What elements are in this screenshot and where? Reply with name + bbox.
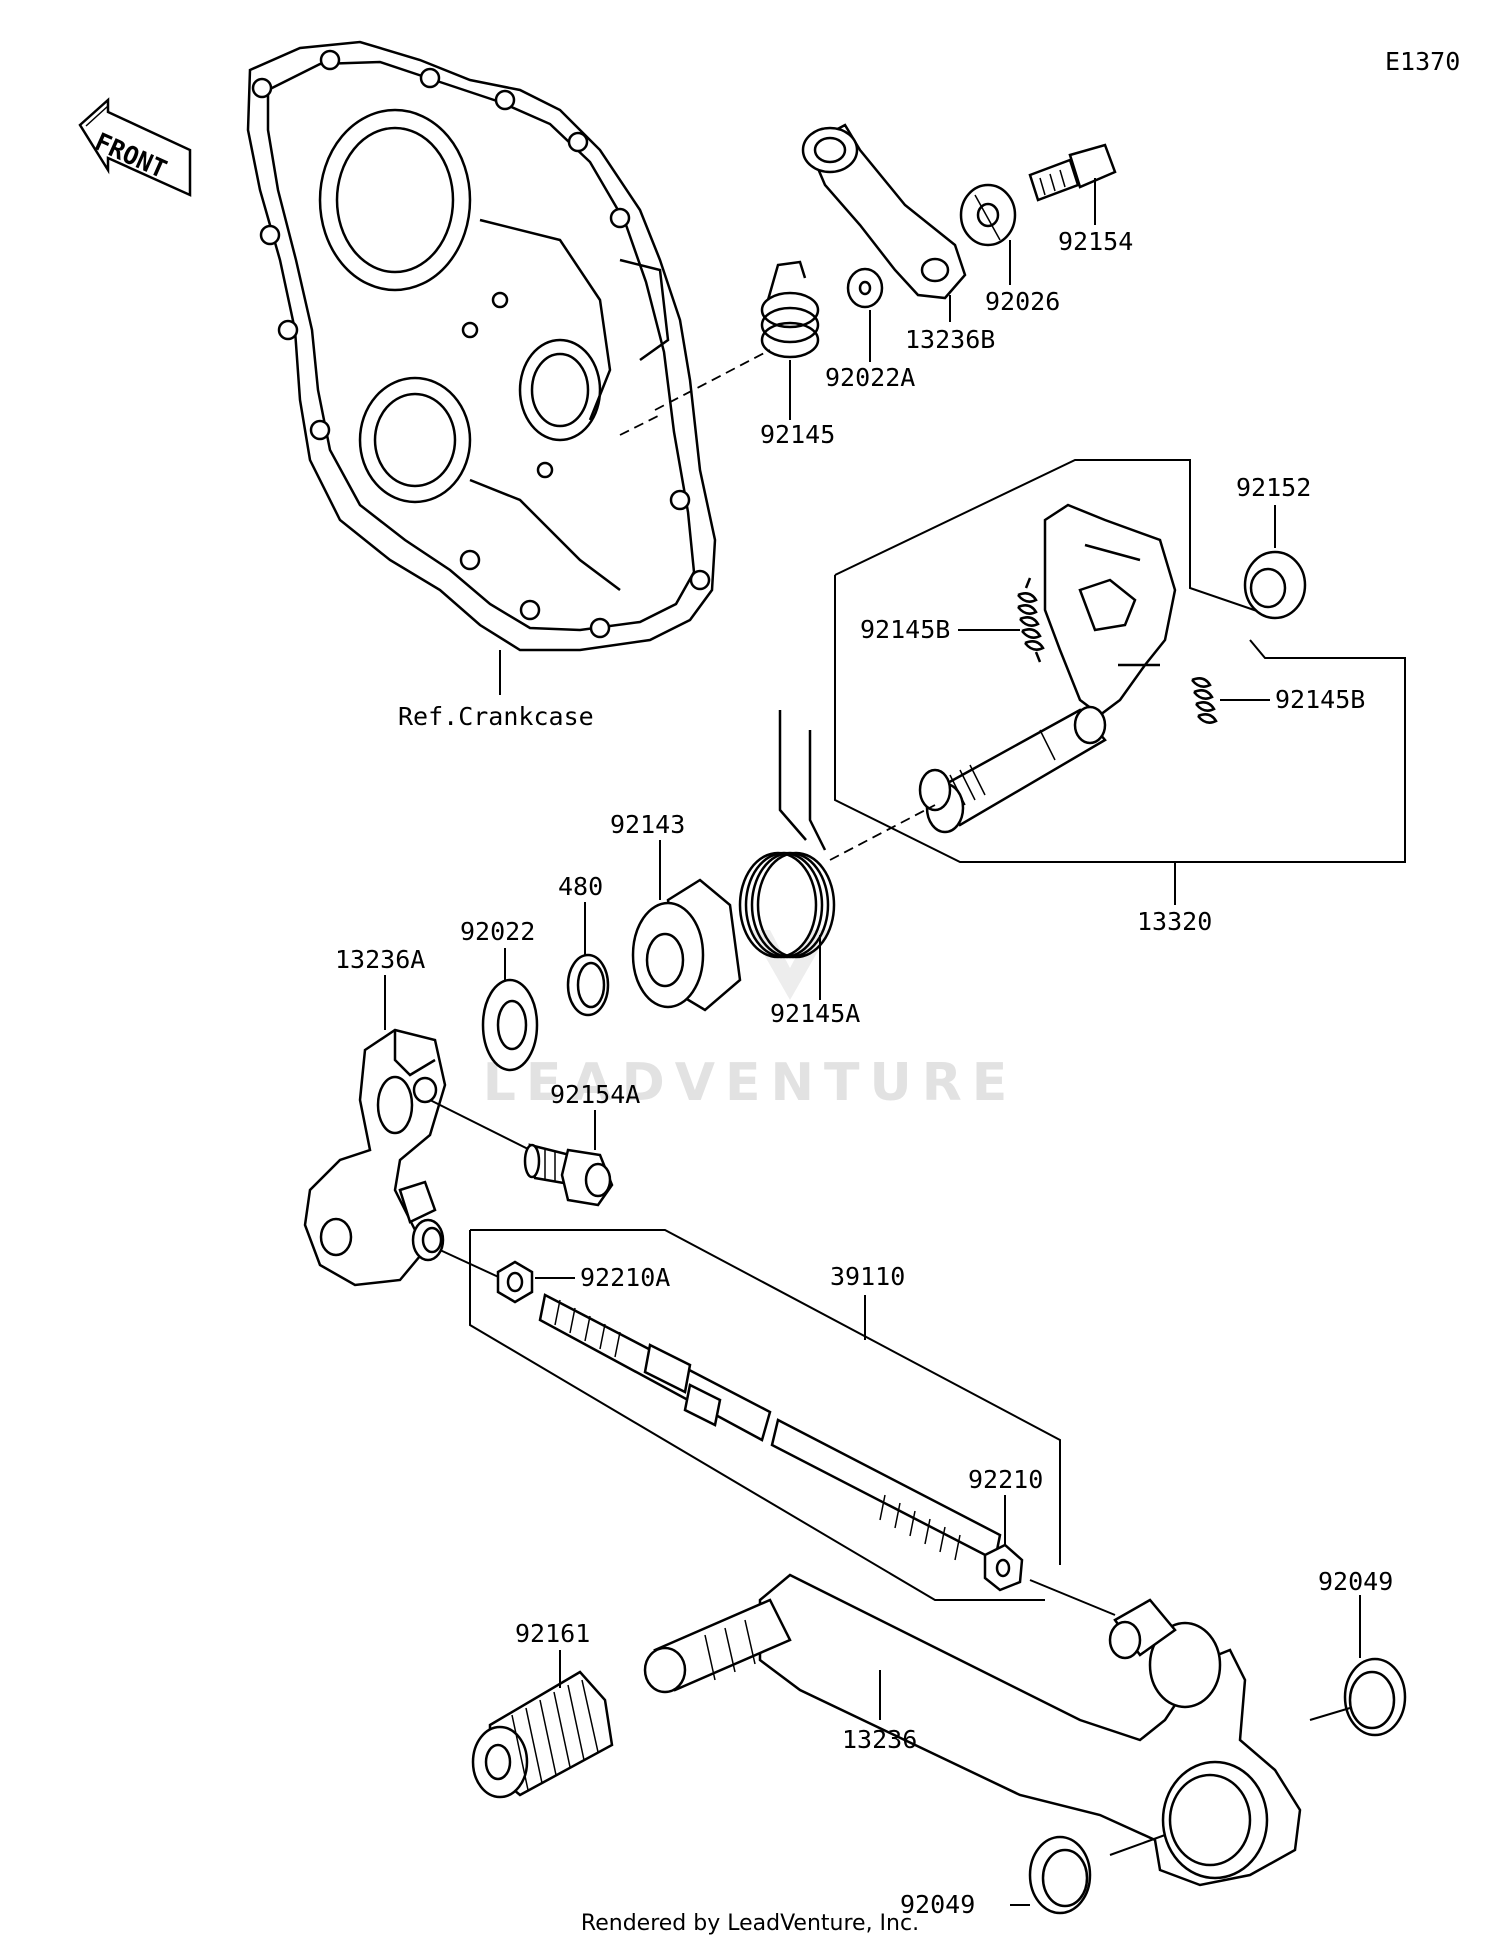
callout-39110: 39110 <box>830 1262 905 1291</box>
washer-92022-drawing <box>481 978 539 1072</box>
collar-92143-drawing <box>631 878 742 1012</box>
tie-rod-39110-drawing <box>538 1293 1002 1562</box>
bolt-92154A-drawing <box>523 1143 614 1207</box>
callout-92145: 92145 <box>760 420 835 449</box>
nut-92210A-drawing <box>496 1260 534 1304</box>
callout-92154: 92154 <box>1058 227 1133 256</box>
crankcase-drawing <box>246 40 717 695</box>
callout-92143: 92143 <box>610 810 685 839</box>
ref-crankcase-label: Ref.Crankcase <box>398 702 594 731</box>
callout-92152: 92152 <box>1236 473 1311 502</box>
lever-13236B-drawing <box>801 123 967 300</box>
callout-13236: 13236 <box>842 1725 917 1754</box>
bolt-92154-drawing <box>1028 143 1117 202</box>
seal-92152-drawing <box>1243 550 1307 620</box>
watermark: LEADVENTURE <box>483 930 1018 1113</box>
washer-92022A-drawing <box>846 267 884 309</box>
spring-92145B-left-drawing <box>1017 577 1045 663</box>
shift-pedal-13236-drawing <box>643 1573 1302 1887</box>
callout-92026: 92026 <box>985 287 1060 316</box>
lever-13236A-drawing <box>303 1028 447 1287</box>
callout-13320: 13320 <box>1137 907 1212 936</box>
callout-92145B-left: 92145B <box>860 615 950 644</box>
callout-92022: 92022 <box>460 917 535 946</box>
washer-92026-drawing <box>959 183 1017 247</box>
callout-13236A: 13236A <box>335 945 425 974</box>
diagram-code: E1370 <box>1385 47 1460 76</box>
spring-92145A-drawing <box>738 710 836 959</box>
spring-92145-drawing <box>760 260 820 359</box>
front-arrow-icon: FRONT <box>78 97 192 197</box>
callout-92145A: 92145A <box>770 999 860 1028</box>
callout-92049-bottom: 92049 <box>900 1890 975 1919</box>
spring-92145B-right-drawing <box>1191 677 1218 724</box>
callout-480: 480 <box>558 872 603 901</box>
pedal-rubber-92161-drawing <box>471 1670 614 1799</box>
watermark-text: LEADVENTURE <box>483 1053 1018 1113</box>
callout-92210: 92210 <box>968 1465 1043 1494</box>
callout-92154A: 92154A <box>550 1080 640 1109</box>
nut-92210-drawing <box>983 1543 1024 1592</box>
seal-92049-top-drawing <box>1343 1657 1407 1737</box>
callout-13236B: 13236B <box>905 325 995 354</box>
footer-credit: Rendered by LeadVenture, Inc. <box>581 1911 919 1936</box>
callout-92145B-right: 92145B <box>1275 685 1365 714</box>
callout-92022A: 92022A <box>825 363 915 392</box>
shift-shaft-13320-drawing <box>918 503 1177 834</box>
seal-92049-bottom-drawing <box>1028 1835 1092 1915</box>
callout-92210A: 92210A <box>580 1263 670 1292</box>
callout-92161: 92161 <box>515 1619 590 1648</box>
circlip-480-drawing <box>566 953 610 1017</box>
callout-92049-top: 92049 <box>1318 1567 1393 1596</box>
